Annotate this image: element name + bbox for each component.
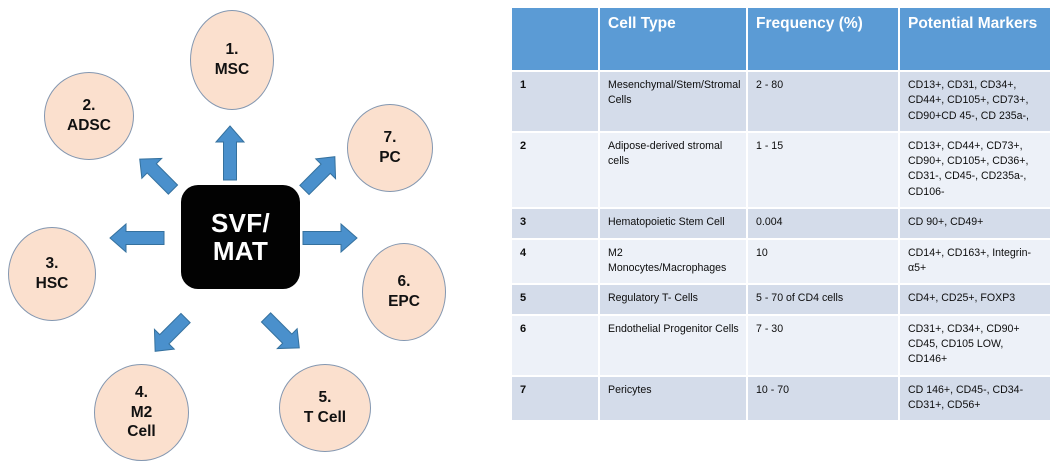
node-m2-cell[interactable]: 4. M2 Cell — [94, 364, 189, 461]
table-row: 5 Regulatory T- Cells 5 - 70 of CD4 cell… — [512, 285, 1050, 314]
row-index: 3 — [512, 208, 598, 238]
arrow-to-epc-icon — [302, 222, 358, 254]
row-index: 5 — [512, 285, 598, 314]
cell-types-table-container: Cell Type Frequency (%) Potential Marker… — [510, 6, 1050, 468]
arrow-to-pc-icon — [295, 148, 345, 198]
table-row: 3 Hematopoietic Stem Cell 0.004 CD 90+, … — [512, 208, 1050, 238]
node-hsc-number: 3. — [45, 255, 59, 273]
arrow-to-msc-icon — [214, 125, 246, 181]
row-frequency: 10 — [748, 239, 898, 284]
node-epc[interactable]: 6. EPC — [362, 243, 446, 341]
row-frequency: 2 - 80 — [748, 72, 898, 131]
row-index: 6 — [512, 315, 598, 375]
node-t-cell-label: T Cell — [303, 409, 347, 426]
table-row: 1 Mesenchymal/Stem/Stromal Cells 2 - 80 … — [512, 72, 1050, 131]
row-frequency: 5 - 70 of CD4 cells — [748, 285, 898, 314]
svf-mat-diagram: 1. MSC 2. ADSC 3. HSC 4. M2 Cell 5. T Ce… — [0, 0, 500, 474]
arrow-to-hsc-icon — [109, 222, 165, 254]
row-markers: CD4+, CD25+, FOXP3 — [900, 285, 1050, 314]
node-t-cell-number: 5. — [318, 389, 332, 407]
row-markers: CD 146+, CD45-, CD34- CD31+, CD56+ — [900, 376, 1050, 421]
row-cell-type: Hematopoietic Stem Cell — [600, 208, 746, 238]
arrow-to-adsc-icon — [131, 149, 181, 199]
node-msc-number: 1. — [225, 41, 239, 59]
node-adsc[interactable]: 2. ADSC — [44, 72, 134, 160]
row-index: 1 — [512, 72, 598, 131]
row-cell-type: Adipose-derived stromal cells — [600, 132, 746, 207]
node-pc-label: PC — [379, 149, 401, 166]
node-pc[interactable]: 7. PC — [347, 104, 433, 192]
row-index: 2 — [512, 132, 598, 207]
node-msc[interactable]: 1. MSC — [190, 10, 274, 110]
node-adsc-number: 2. — [82, 97, 96, 115]
table-row: 2 Adipose-derived stromal cells 1 - 15 C… — [512, 132, 1050, 207]
row-cell-type: Pericytes — [600, 376, 746, 421]
node-msc-label: MSC — [214, 61, 250, 78]
svf-mat-center-box[interactable]: SVF/ MAT — [181, 185, 300, 289]
center-line-1: SVF/ — [211, 207, 270, 238]
header-potential-markers: Potential Markers — [900, 8, 1050, 70]
row-markers: CD13+, CD31, CD34+, CD44+, CD105+, CD73+… — [900, 72, 1050, 131]
header-frequency: Frequency (%) — [748, 8, 898, 70]
row-frequency: 7 - 30 — [748, 315, 898, 375]
cell-types-table: Cell Type Frequency (%) Potential Marker… — [510, 6, 1050, 422]
row-markers: CD13+, CD44+, CD73+, CD90+, CD105+, CD36… — [900, 132, 1050, 207]
node-epc-number: 6. — [397, 273, 411, 291]
row-cell-type: Mesenchymal/Stem/Stromal Cells — [600, 72, 746, 131]
row-frequency: 0.004 — [748, 208, 898, 238]
header-cell-type: Cell Type — [600, 8, 746, 70]
row-index: 4 — [512, 239, 598, 284]
row-cell-type: Regulatory T- Cells — [600, 285, 746, 314]
table-header-row: Cell Type Frequency (%) Potential Marker… — [512, 8, 1050, 70]
arrow-to-tcell-icon — [258, 308, 308, 358]
table-row: 7 Pericytes 10 - 70 CD 146+, CD45-, CD34… — [512, 376, 1050, 421]
node-adsc-label: ADSC — [67, 117, 111, 134]
row-cell-type: Endothelial Progenitor Cells — [600, 315, 746, 375]
row-markers: CD31+, CD34+, CD90+ CD45, CD105 LOW, CD1… — [900, 315, 1050, 375]
node-t-cell[interactable]: 5. T Cell — [279, 364, 371, 452]
center-line-2: MAT — [212, 236, 269, 266]
node-hsc[interactable]: 3. HSC — [8, 227, 96, 321]
node-hsc-label: HSC — [35, 275, 69, 292]
row-index: 7 — [512, 376, 598, 421]
header-index — [512, 8, 598, 70]
arrow-to-m2-icon — [145, 310, 195, 360]
row-markers: CD14+, CD163+, Integrin-α5+ — [900, 239, 1050, 284]
row-markers: CD 90+, CD49+ — [900, 208, 1050, 238]
row-frequency: 10 - 70 — [748, 376, 898, 421]
row-frequency: 1 - 15 — [748, 132, 898, 207]
table-row: 6 Endothelial Progenitor Cells 7 - 30 CD… — [512, 315, 1050, 375]
node-m2-cell-number: 4. — [135, 383, 148, 401]
node-pc-number: 7. — [383, 129, 397, 147]
node-m2-cell-label: M2 Cell — [127, 403, 156, 441]
row-cell-type: M2 Monocytes/Macrophages — [600, 239, 746, 284]
table-row: 4 M2 Monocytes/Macrophages 10 CD14+, CD1… — [512, 239, 1050, 284]
node-epc-label: EPC — [388, 293, 420, 310]
